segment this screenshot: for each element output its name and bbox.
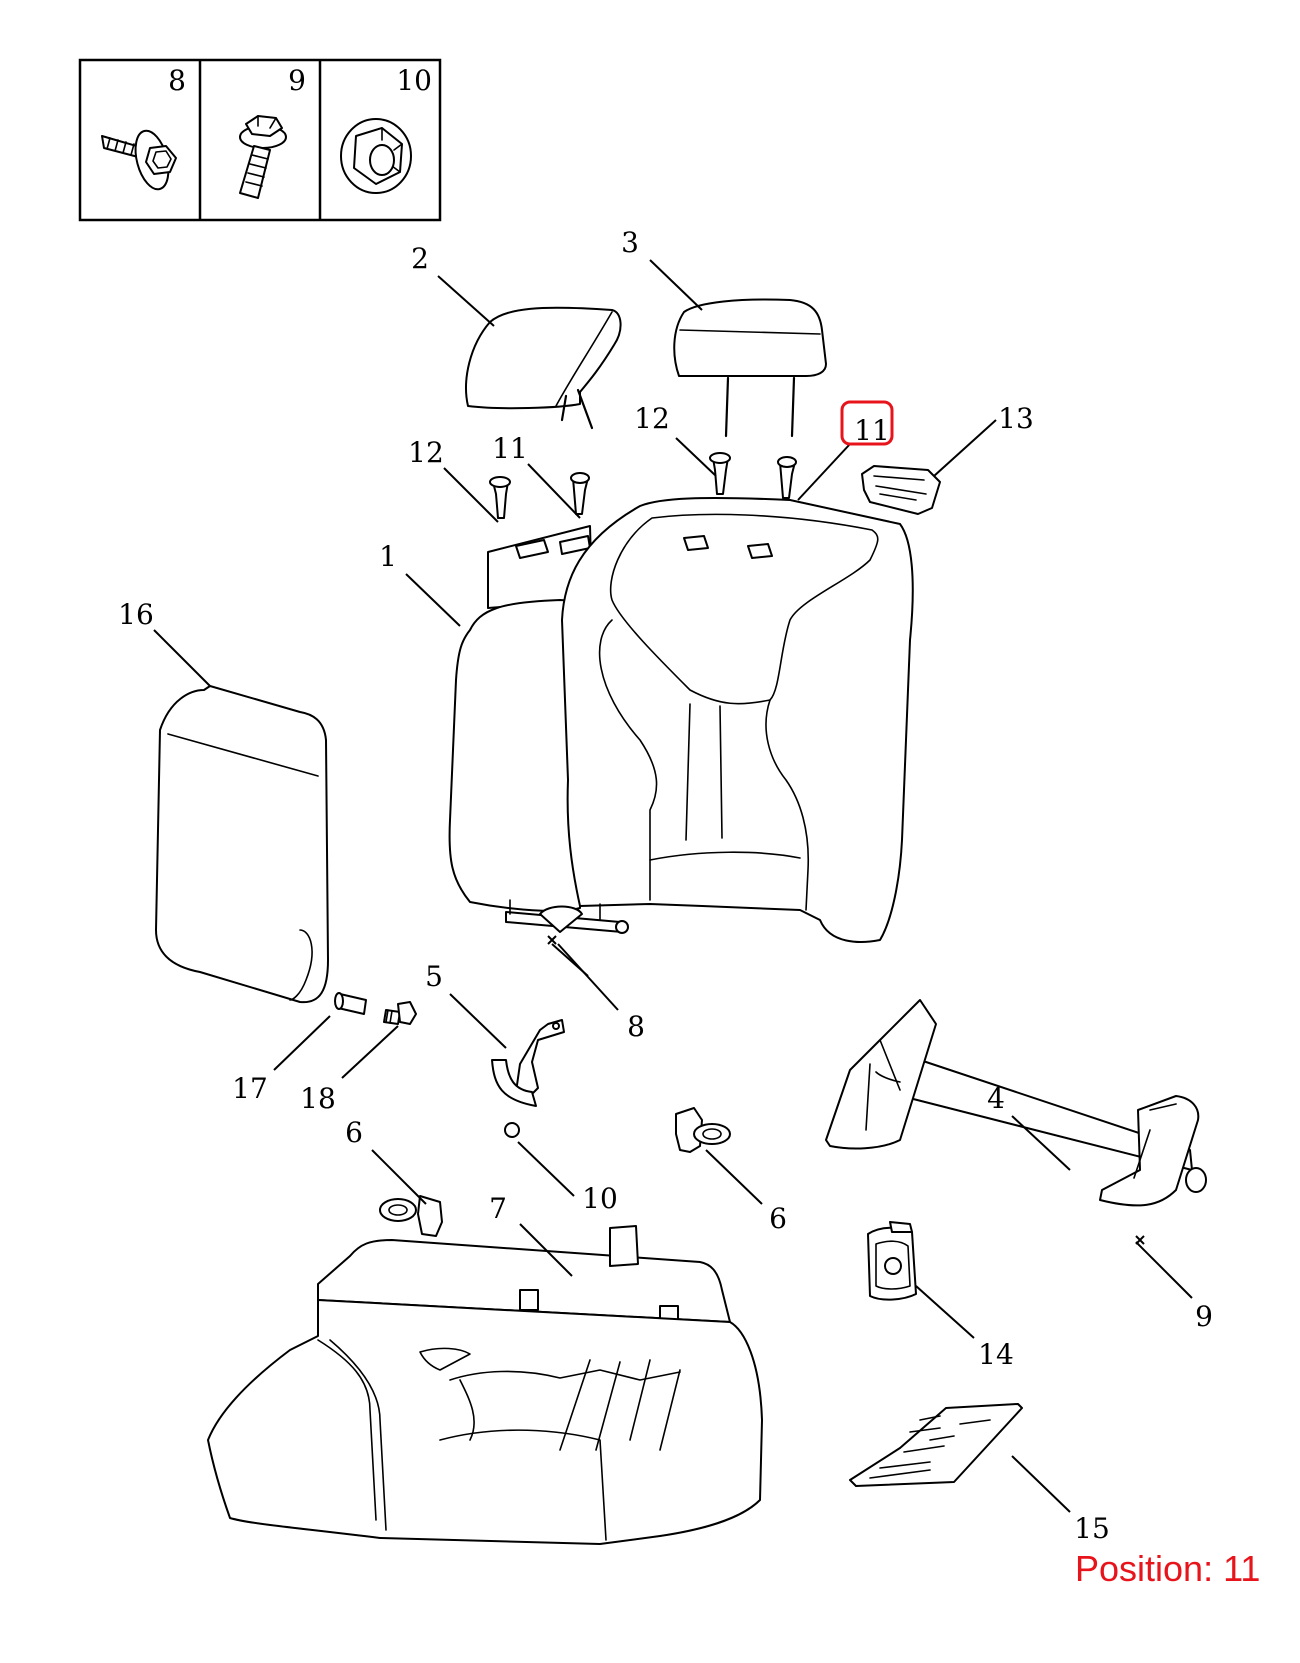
callout-labels: 2 3 12 11 12 11 13 1 16 8 5 17 18 6 10 6… bbox=[118, 226, 1213, 1545]
callout-5: 5 bbox=[425, 960, 443, 993]
guide-clip-12-right bbox=[709, 452, 731, 495]
callout-10: 10 bbox=[582, 1182, 618, 1215]
mat-15 bbox=[849, 1403, 1023, 1487]
callout-17: 17 bbox=[232, 1072, 268, 1105]
callout-11-right: 11 bbox=[854, 414, 890, 447]
callout-13: 13 bbox=[998, 402, 1034, 435]
callout-2: 2 bbox=[411, 242, 429, 275]
legend-label-8: 8 bbox=[168, 64, 186, 97]
callout-15: 15 bbox=[1074, 1512, 1110, 1545]
callout-14: 14 bbox=[978, 1338, 1014, 1371]
bushing-17 bbox=[334, 992, 367, 1015]
legend-label-10: 10 bbox=[396, 64, 432, 97]
callout-7: 7 bbox=[489, 1192, 507, 1225]
hook-clip-6-left bbox=[379, 1195, 443, 1237]
armrest-16 bbox=[155, 685, 329, 1004]
callout-11-left: 11 bbox=[492, 432, 528, 465]
hinge-bar-4 bbox=[825, 999, 1207, 1207]
callout-18: 18 bbox=[300, 1082, 336, 1115]
position-caption: Position: 11 bbox=[1075, 1548, 1261, 1589]
leader-lines bbox=[153, 259, 1193, 1513]
bolt-icon bbox=[101, 129, 177, 191]
seat-cushion-7 bbox=[207, 1225, 763, 1545]
latch-14 bbox=[867, 1221, 917, 1301]
callout-9: 9 bbox=[1195, 1300, 1213, 1333]
seat-back-1 bbox=[448, 497, 914, 943]
guide-clip-11-left bbox=[570, 472, 590, 515]
bracket-5 bbox=[491, 1019, 565, 1107]
callout-12-left: 12 bbox=[408, 436, 444, 469]
washer-10 bbox=[504, 1122, 520, 1138]
guide-clip-12-left bbox=[489, 476, 511, 519]
headrest-right bbox=[673, 298, 827, 438]
callout-16: 16 bbox=[118, 598, 154, 631]
callout-8: 8 bbox=[627, 1010, 645, 1043]
headrest-left bbox=[465, 306, 622, 430]
callout-6-right: 6 bbox=[769, 1202, 787, 1235]
guide-clip-11-right bbox=[777, 456, 797, 499]
hook-clip-6-right bbox=[675, 1107, 731, 1153]
callout-3: 3 bbox=[621, 226, 639, 259]
release-handle-13 bbox=[861, 465, 941, 515]
fastener-legend-box: 8 9 10 bbox=[78, 58, 442, 222]
callout-12-right: 12 bbox=[634, 402, 670, 435]
nut-icon bbox=[340, 118, 412, 194]
callout-4: 4 bbox=[987, 1082, 1005, 1115]
position-highlight-box bbox=[840, 400, 894, 446]
hex-bolt-icon bbox=[239, 115, 287, 199]
callout-1: 1 bbox=[379, 540, 397, 573]
bolt-18 bbox=[383, 1001, 417, 1025]
legend-label-9: 9 bbox=[288, 64, 306, 97]
callout-6-left: 6 bbox=[345, 1116, 363, 1149]
